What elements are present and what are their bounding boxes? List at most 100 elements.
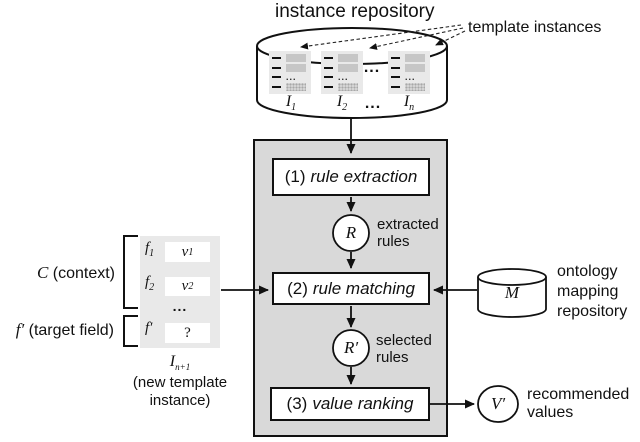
target-field-name: f′ [145,320,153,336]
template-instances-callout: template instances [468,19,602,36]
field-symbol: f [145,240,150,256]
caption-line: (new template [132,374,228,391]
new-instance-caption: In+1 (new template instance) [123,353,237,410]
target-field-label: f′ (target field) [0,320,114,340]
context-label: C (context) [20,263,115,283]
caption-line: rules [377,233,410,250]
card-row [272,82,308,91]
field-dash [391,66,400,69]
instance-label-2: I2 [327,93,357,113]
field-dash [324,76,333,79]
callout-dashed-arrow-2 [369,27,464,50]
card-row: ... [324,72,360,83]
callout-dashed-arrow-3 [435,30,466,46]
cards-ellipsis: ... [363,59,381,76]
target-symbol: f′ [15,320,25,339]
field-dash [391,76,400,79]
card-row: ... [391,72,427,83]
target-value-box: ? [165,323,210,343]
value-block-dotted [338,82,358,91]
caption-line: mapping [557,283,619,300]
recommended-values-symbol: V′ [490,394,506,413]
extracted-rules-symbol: R [345,223,357,242]
field-subscript: 1 [149,248,155,259]
new-instance-symbol: In+1 [123,353,237,372]
instance-subscript: n [409,102,415,113]
value-block [286,63,306,72]
card-ellipsis: ... [172,298,188,314]
value-block-dotted [405,82,425,91]
step-rule-extraction: (1)rule extraction [272,158,430,196]
target-field-bracket [123,315,138,347]
mapping-repository-symbol: M [504,283,520,302]
target-text: (target field) [28,322,114,339]
value-symbol: v [181,243,189,260]
card-ellipsis: ... [286,72,297,83]
selected-rules-caption: selected rules [376,332,432,366]
step-value-ranking: (3)value ranking [270,387,430,421]
value-block [286,54,306,63]
field-dash [324,57,333,60]
card-ellipsis: ... [405,72,416,83]
field-name: f2 [145,274,154,293]
step-number: (1) [284,167,306,186]
card-row [391,63,427,72]
card-row [272,63,308,72]
step-name: rule extraction [310,167,418,186]
field-dash [391,57,400,60]
field-subscript: 2 [149,282,155,293]
template-instance-card: ... [269,51,311,94]
card-row: ... [272,72,308,83]
card-ellipsis: ... [338,72,349,83]
value-block [405,54,425,63]
instance-subscript: 2 [342,102,348,113]
context-symbol: C [36,263,49,282]
recommended-values-caption: recommended values [527,386,629,422]
value-block [405,63,425,72]
symbol: I [169,353,176,370]
caption-line: extracted [377,216,439,233]
step-number: (3) [286,394,308,413]
instance-label-1: I1 [276,93,306,113]
field-dash [272,76,281,79]
instance-label-n: In [394,93,424,113]
caption-line: ontology [557,263,618,280]
mapping-repository-caption: ontology mapping repository [557,262,627,322]
value-block [338,54,358,63]
instance-subscript: 1 [291,102,297,113]
card-row [272,54,308,63]
caption-line: instance) [149,392,211,409]
field-dash [272,85,281,88]
template-instance-card: ... [321,51,363,94]
context-bracket [123,235,138,309]
value-subscript: 1 [188,246,194,258]
value-block [338,63,358,72]
caption-line: selected [376,332,432,349]
field-dash [272,57,281,60]
field-name: f1 [145,240,154,259]
value-subscript: 2 [188,281,194,292]
card-row [324,54,360,63]
card-row [324,63,360,72]
instance-repository-title: instance repository [275,1,435,22]
subscript: n+1 [175,362,191,372]
field-symbol: f [145,274,150,290]
extracted-rules-caption: extracted rules [377,216,439,250]
caption-line: rules [376,349,409,366]
callout-dashed-arrow-1 [300,24,462,50]
field-dash [324,66,333,69]
field-dash [272,66,281,69]
selected-rules-symbol: R′ [343,338,359,357]
value-symbol: v [181,278,189,294]
caption-line: values [527,404,574,421]
step-name: value ranking [312,394,414,413]
instance-labels-ellipsis: ... [364,95,382,112]
context-text: (context) [52,265,115,282]
template-instance-card: ... [388,51,430,94]
card-row [324,82,360,91]
step-name: rule matching [312,278,415,298]
field-dash [391,85,400,88]
field-dash [324,85,333,88]
